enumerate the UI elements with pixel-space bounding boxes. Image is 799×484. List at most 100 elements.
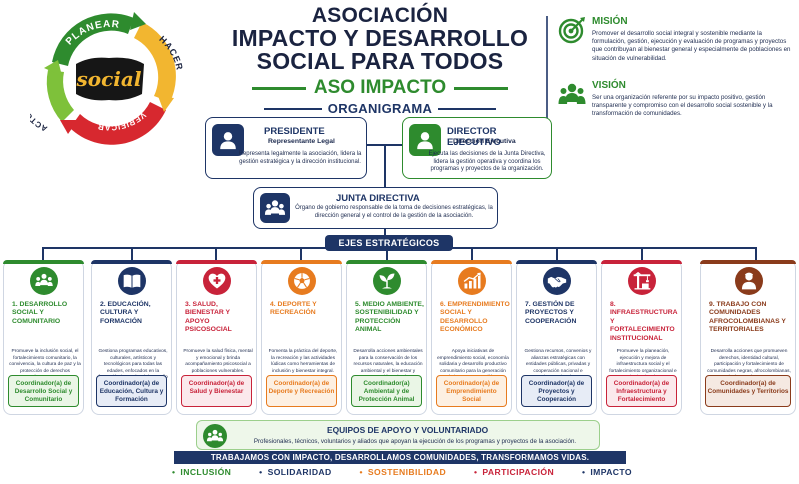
vision-title: VISIÓN xyxy=(592,80,626,91)
axis-accent xyxy=(601,260,682,264)
svg-text:ACTUAR: ACTUAR xyxy=(30,100,49,133)
value-label: SOSTENIBILIDAD xyxy=(367,467,447,477)
axis-title: 7. GESTIÓN DE PROYECTOS Y COOPERACIÓN xyxy=(525,301,577,325)
subtitle-rule xyxy=(251,86,306,90)
axis-card-2[interactable]: 2. EDUCACIÓN, CULTURA Y FORMACIÓN Gestio… xyxy=(91,260,172,415)
logo-ring: PLANEAR HACER VERIFICAR ACTUAR social xyxy=(30,2,188,154)
ring-word-actuar: ACTUAR xyxy=(30,100,48,133)
junta-title: JUNTA DIRECTIVA xyxy=(336,193,420,204)
junta-text: Órgano de gobierno responsable de la tom… xyxy=(295,205,493,219)
axis-card-3[interactable]: 3. SALUD, BIENESTAR Y APOYO PSICOSOCIAL … xyxy=(176,260,257,415)
value-item-solidaridad: •SOLIDARIDAD xyxy=(259,467,332,481)
axis-accent xyxy=(700,260,796,264)
connector-line xyxy=(641,247,643,260)
ring-segment-hacer xyxy=(134,22,176,102)
axis-card-4[interactable]: 4. DEPORTE Y RECREACIÓN Fomenta la práct… xyxy=(261,260,342,415)
equipos-title: EQUIPOS DE APOYO Y VOLUNTARIADO xyxy=(327,425,489,435)
value-label: PARTICIPACIÓN xyxy=(482,467,555,477)
axis-accent xyxy=(346,260,427,264)
bullet-dot: • xyxy=(473,467,478,477)
mission-text: Promover el desarrollo social integral y… xyxy=(592,30,791,62)
axis-coordinator: Coordinador(a) Ambiental y de Protección… xyxy=(351,375,422,407)
connector-line xyxy=(386,251,388,260)
connector-line xyxy=(755,247,757,260)
people-icon xyxy=(558,80,586,108)
target-icon xyxy=(558,16,586,44)
axis-accent xyxy=(91,260,172,264)
bullet-dot: • xyxy=(172,467,176,477)
connector-line xyxy=(384,144,386,187)
crane-icon xyxy=(628,267,656,295)
handshake-icon xyxy=(543,267,571,295)
title-line-3: SOCIAL PARA TODOS xyxy=(256,48,504,74)
connector-line xyxy=(131,247,133,260)
arrow-head-icon xyxy=(158,96,174,112)
organigram-row: ORGANIGRAMA xyxy=(230,101,530,116)
ring-segment-verificar xyxy=(70,102,166,145)
subtitle: ASO IMPACTO xyxy=(313,77,447,98)
value-label: IMPACTO xyxy=(590,467,632,477)
mission-title: MISIÓN xyxy=(592,16,628,27)
logo-black-band xyxy=(76,57,144,101)
director-text: Ejecuta las decisiones de la Junta Direc… xyxy=(428,151,546,173)
arrow-head-icon xyxy=(60,120,78,134)
axis-card-1[interactable]: 1. DESARROLLO SOCIAL Y COMUNITARIO Promu… xyxy=(3,260,84,415)
ring-segment-planear xyxy=(52,13,134,66)
axis-title: 9. TRABAJO CON COMUNIDADES AFROCOLOMBIAN… xyxy=(709,301,786,334)
logo-social-word: social xyxy=(76,67,142,91)
group-icon xyxy=(260,193,290,223)
axis-accent xyxy=(176,260,257,264)
subtitle-row: ASO IMPACTO xyxy=(230,77,530,99)
axis-card-6[interactable]: 6. EMPRENDIMIENTO SOCIAL Y DESARROLLO EC… xyxy=(431,260,512,415)
value-label: SOLIDARIDAD xyxy=(267,467,332,477)
vision-text: Ser una organización referente por su im… xyxy=(592,94,773,118)
bullet-dot: • xyxy=(359,467,363,477)
slogan-bar: TRABAJAMOS CON IMPACTO, DESARROLLAMOS CO… xyxy=(174,451,626,464)
axis-accent xyxy=(431,260,512,264)
user-icon xyxy=(409,124,441,156)
arrow-head-icon xyxy=(130,12,146,30)
junta-directiva-card[interactable]: JUNTA DIRECTIVA Órgano de gobierno respo… xyxy=(253,187,498,229)
axis-title: 4. DEPORTE Y RECREACIÓN xyxy=(270,301,317,317)
axis-card-8[interactable]: 8. INFRAESTRUCTURA Y FORTALECIMIENTO INS… xyxy=(601,260,682,415)
connector-line xyxy=(215,247,217,260)
connector-line xyxy=(556,247,558,260)
book-icon xyxy=(118,267,146,295)
subtitle-rule xyxy=(454,86,509,90)
axis-title: 1. DESARROLLO SOCIAL Y COMUNITARIO xyxy=(12,301,68,325)
leaf-icon xyxy=(373,267,401,295)
director-subtitle: Dirección Ejecutiva xyxy=(453,138,516,145)
mission-vision-divider xyxy=(546,16,548,120)
axis-card-9[interactable]: 9. TRABAJO CON COMUNIDADES AFROCOLOMBIAN… xyxy=(700,260,796,415)
ejes-estrategicos-label: EJES ESTRATÉGICOS xyxy=(325,235,453,251)
connector-line xyxy=(384,229,386,235)
axis-coordinator: Coordinador(a) de Emprendimiento Social xyxy=(436,375,507,407)
user-icon xyxy=(212,124,244,156)
growth-chart-icon xyxy=(458,267,486,295)
axis-description: Fomenta la práctica del deporte, la recr… xyxy=(268,349,338,374)
equipos-apoyo-card[interactable]: EQUIPOS DE APOYO Y VOLUNTARIADO Profesio… xyxy=(196,420,600,450)
axis-title: 2. EDUCACIÓN, CULTURA Y FORMACIÓN xyxy=(100,301,151,325)
connector-line xyxy=(300,247,302,260)
axis-title: 3. SALUD, BIENESTAR Y APOYO PSICOSOCIAL xyxy=(185,301,232,334)
presidente-title: PRESIDENTE xyxy=(264,126,325,137)
organigram-rule xyxy=(263,107,322,110)
person-icon xyxy=(735,267,763,295)
logo-graphic: PLANEAR HACER VERIFICAR ACTUAR social xyxy=(30,12,184,145)
axis-coordinator: Coordinador(a) de Educación, Cultura y F… xyxy=(96,375,167,407)
director-card[interactable]: DIRECTOR EJECUTIVO Dirección Ejecutiva E… xyxy=(402,117,552,179)
vision-block: VISIÓN Ser una organización referente po… xyxy=(558,80,794,130)
presidente-text: Representa legalmente la asociación, lid… xyxy=(238,151,362,165)
axis-title: 5. MEDIO AMBIENTE, SOSTENIBILIDAD Y PROT… xyxy=(355,301,424,334)
value-item-impacto: • IMPACTO xyxy=(582,467,632,481)
axis-description: Promueve la salud física, mental y emoci… xyxy=(183,349,253,374)
axis-coordinator: Coordinador(a) de Salud y Bienestar xyxy=(181,375,252,407)
axis-coordinator: Coordinador(a) de Infraestructura y Fort… xyxy=(606,375,677,407)
axis-card-7[interactable]: 7. GESTIÓN DE PROYECTOS Y COOPERACIÓN Ge… xyxy=(516,260,597,415)
axis-card-5[interactable]: 5. MEDIO AMBIENTE, SOSTENIBILIDAD Y PROT… xyxy=(346,260,427,415)
axis-title: 6. EMPRENDIMIENTO SOCIAL Y DESARROLLO EC… xyxy=(440,301,510,334)
presidente-card[interactable]: PRESIDENTE Representante Legal Represent… xyxy=(205,117,367,179)
bullet-dot: • xyxy=(581,467,586,477)
axis-accent xyxy=(516,260,597,264)
axis-title: 8. INFRAESTRUCTURA Y FORTALECIMIENTO INS… xyxy=(610,301,678,342)
